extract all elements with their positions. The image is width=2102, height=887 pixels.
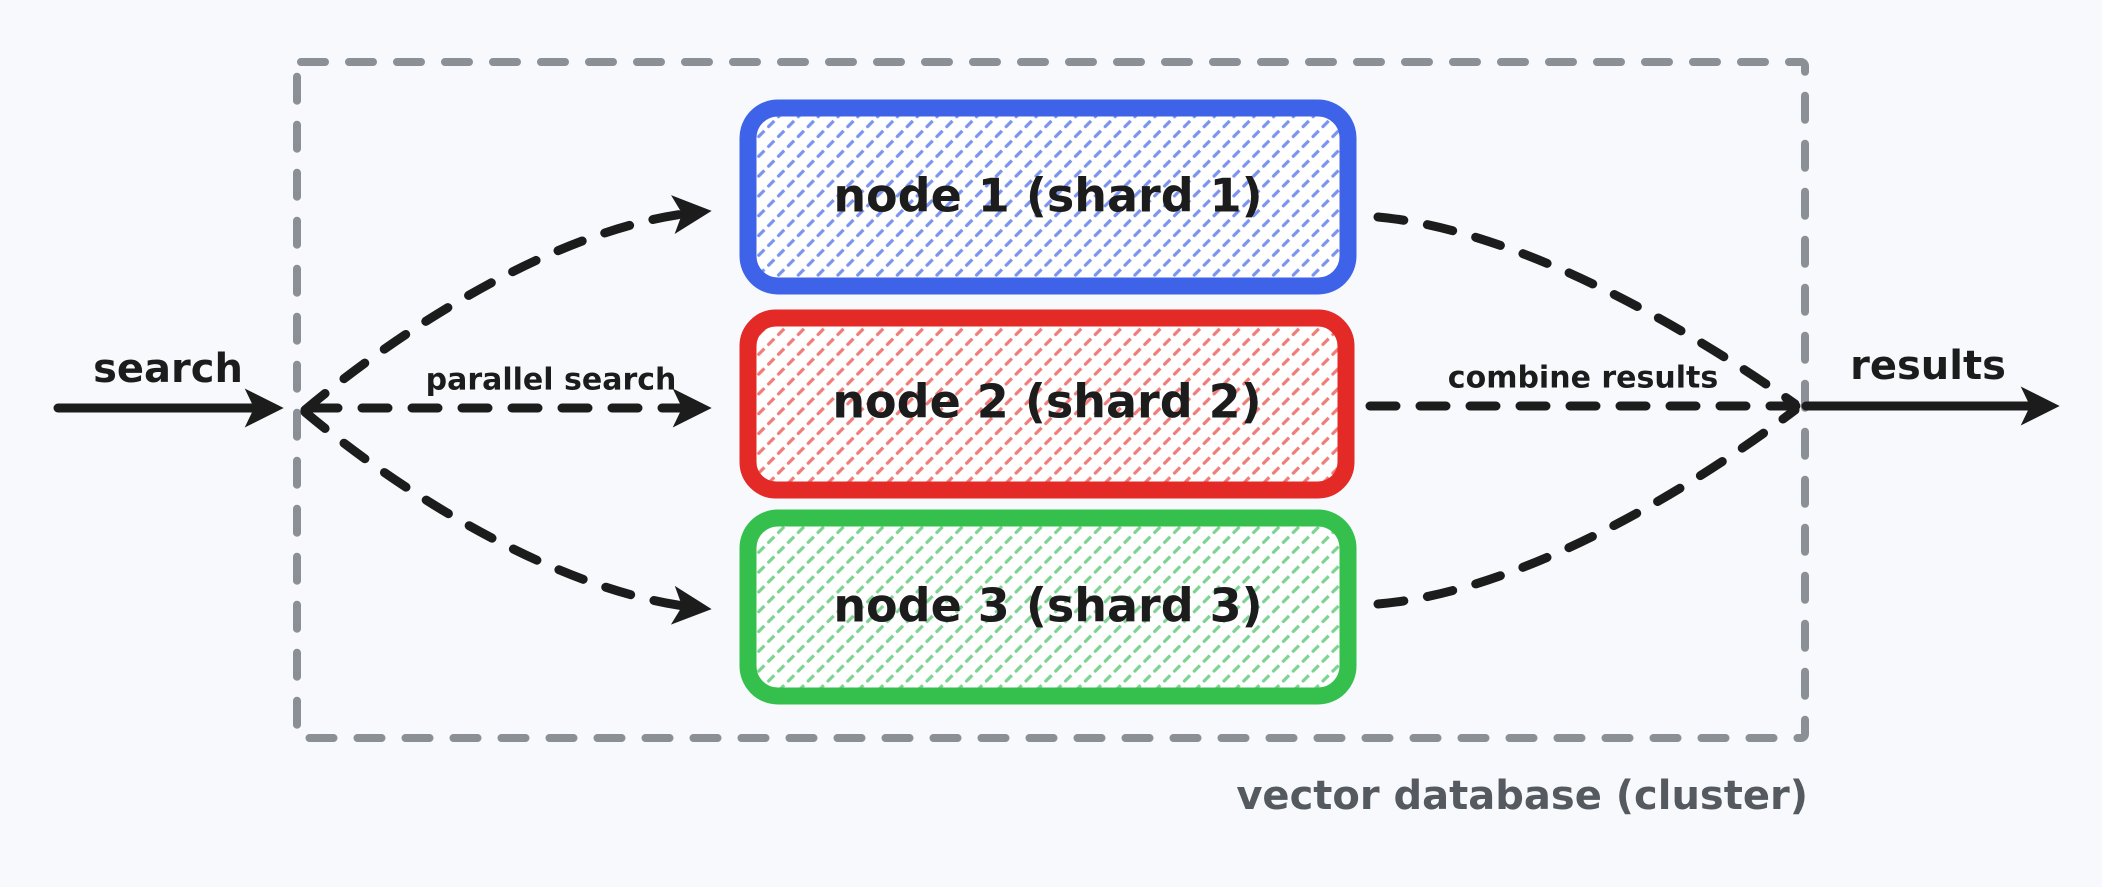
node-3-shape	[739, 509, 1357, 705]
parallel-search-label: parallel search	[426, 363, 677, 398]
node-box-3[interactable]: node 3 (shard 3)	[739, 509, 1357, 705]
edge-node3-fan	[1373, 405, 1800, 609]
results-label: results	[1850, 343, 2006, 389]
cluster-boundary	[293, 58, 1809, 742]
node-2-label: node 2 (shard 2)	[832, 375, 1261, 429]
node-box-1[interactable]: node 1 (shard 1)	[739, 99, 1357, 295]
cluster-caption: vector database (cluster)	[1236, 773, 1808, 819]
search-label: search	[93, 346, 243, 392]
combine-results-label: combine results	[1448, 361, 1718, 396]
node-box-2[interactable]: node 2 (shard 2)	[739, 309, 1355, 499]
edge-fan-node1	[300, 195, 712, 415]
node-1-shape	[739, 99, 1357, 295]
node-3-label: node 3 (shard 3)	[833, 579, 1262, 633]
edge-node1-fan	[1373, 212, 1800, 409]
edge-fan-node3	[300, 407, 712, 625]
node-2-shape	[739, 309, 1355, 499]
node-1-label: node 1 (shard 1)	[833, 169, 1262, 223]
